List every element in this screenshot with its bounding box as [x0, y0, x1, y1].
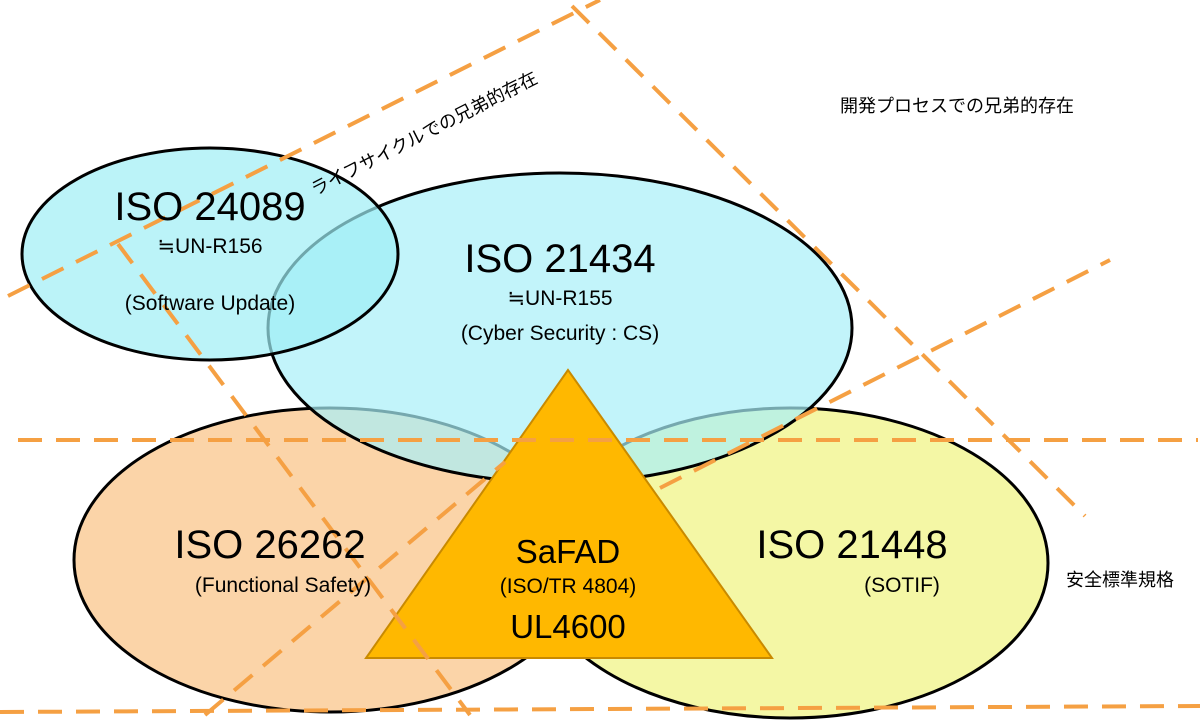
diagonal-guide-line	[116, 242, 472, 717]
process-guide-line-upper	[570, 4, 1087, 518]
iso24089-desc: (Software Update)	[125, 292, 295, 315]
safad-triangle	[364, 368, 774, 659]
iso21434-equiv: ≒UN-R155	[507, 287, 612, 310]
process-guide-line-lower	[659, 258, 1111, 490]
safety-guide-line-bottom	[0, 704, 1200, 714]
iso24089-ellipse	[20, 146, 400, 362]
iso21448-title: ISO 21448	[756, 523, 947, 567]
safad-desc: (ISO/TR 4804)	[500, 575, 637, 598]
iso21434-title: ISO 21434	[464, 237, 655, 281]
iso21434-desc: (Cyber Security : CS)	[461, 322, 659, 345]
iso26262-desc: (Functional Safety)	[195, 574, 371, 597]
process-sibling-label: 開発プロセスでの兄弟的存在	[840, 96, 1074, 117]
iso21448-desc: (SOTIF)	[864, 574, 940, 597]
lifecycle-guide-line	[7, 0, 601, 298]
iso24089-title: ISO 24089	[114, 185, 305, 229]
iso26262-title: ISO 26262	[174, 523, 365, 567]
iso24089-equiv: ≒UN-R156	[157, 235, 262, 258]
safad-title: SaFAD	[516, 533, 621, 570]
safad-extra: UL4600	[510, 608, 626, 645]
safety-standards-label: 安全標準規格	[1066, 570, 1174, 591]
short-guide-line	[203, 460, 507, 717]
